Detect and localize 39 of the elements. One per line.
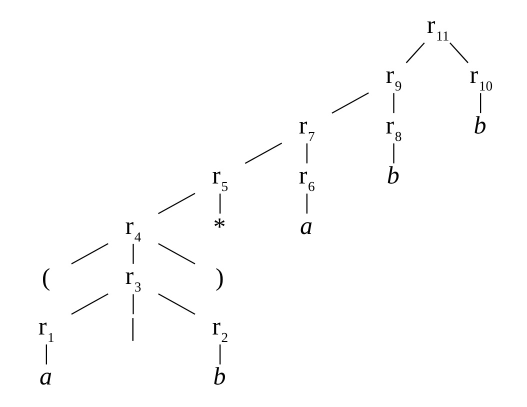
node-text: b bbox=[474, 112, 486, 140]
connector bbox=[406, 42, 425, 64]
connector bbox=[158, 293, 196, 315]
node-text: r$_{8}$ bbox=[386, 112, 402, 144]
connector bbox=[71, 243, 108, 264]
connector bbox=[244, 142, 282, 164]
connector bbox=[71, 293, 108, 315]
node-text: r$_{6}$ bbox=[298, 162, 315, 194]
connector bbox=[46, 344, 47, 364]
node-text: r$_{3}$ bbox=[125, 263, 142, 295]
node-text: r$_{1}$ bbox=[38, 313, 54, 345]
node-text: b bbox=[213, 364, 226, 391]
connector bbox=[158, 243, 196, 264]
node-text: ( bbox=[42, 264, 50, 292]
connector bbox=[132, 294, 134, 314]
node-text: r$_{4}$ bbox=[125, 212, 142, 244]
node-text: * bbox=[213, 214, 226, 242]
connector bbox=[158, 192, 196, 214]
node-text: a bbox=[300, 212, 313, 240]
node-text: r$_{2}$ bbox=[212, 313, 228, 345]
connector bbox=[306, 194, 308, 214]
node-text: | bbox=[130, 314, 136, 342]
connector bbox=[393, 93, 394, 114]
node-text: r$_{10}$ bbox=[470, 62, 493, 94]
connector bbox=[450, 42, 468, 64]
node-text: a bbox=[40, 364, 52, 391]
node-text: r$_{9}$ bbox=[386, 62, 402, 94]
node-text: ) bbox=[216, 264, 224, 292]
connector bbox=[220, 344, 221, 364]
connector bbox=[332, 92, 369, 114]
connector bbox=[480, 93, 482, 114]
connector bbox=[220, 194, 221, 214]
connector bbox=[132, 244, 134, 264]
connector bbox=[306, 143, 308, 164]
node-text: r$_{11}$ bbox=[426, 12, 450, 44]
node-text: b bbox=[386, 162, 400, 190]
connector bbox=[393, 143, 394, 164]
node-text: r$_{7}$ bbox=[298, 112, 315, 144]
node-text: r$_{5}$ bbox=[212, 162, 228, 194]
